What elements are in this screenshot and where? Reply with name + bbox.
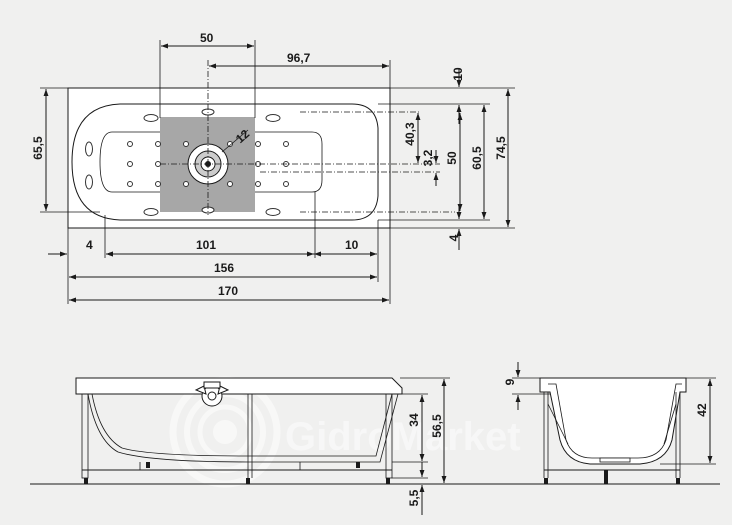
dim-bottom-10: 10 [345, 238, 359, 252]
dim-bottom-4: 4 [86, 238, 93, 252]
dim-left-65-5: 65,5 [31, 136, 45, 160]
tub-floor-outline [99, 131, 323, 193]
dim-right-4: 4 [447, 234, 461, 241]
pump-valve-icon [194, 381, 230, 407]
dim-right-10: 10 [451, 67, 465, 81]
dim-right-3-2: 3,2 [421, 149, 435, 166]
dim-bottom-156: 156 [214, 261, 234, 275]
watermark-text: GidroMarket [285, 415, 521, 459]
dim-top-96-7: 96,7 [287, 51, 311, 65]
side-rim [75, 377, 403, 395]
dim-top-50: 50 [200, 31, 214, 45]
dim-bottom-101: 101 [196, 238, 216, 252]
dim-side-5-5: 5,5 [407, 489, 421, 506]
support-frame [81, 393, 393, 484]
side-view: 34 56,5 5,5 [30, 377, 720, 515]
dim-right-50: 50 [445, 151, 459, 165]
dim-side-34: 34 [407, 413, 421, 427]
dim-right-74-5: 74,5 [494, 136, 508, 160]
end-support-frame [543, 392, 681, 484]
dim-end-9: 9 [503, 378, 517, 385]
air-jets [127, 141, 289, 187]
dim-bottom-170: 170 [218, 284, 238, 298]
end-shell [539, 377, 687, 465]
side-basin-profile [87, 393, 399, 463]
dim-end-42: 42 [695, 403, 709, 417]
dim-side-56-5: 56,5 [430, 414, 444, 438]
watermark: GidroMarket [169, 376, 521, 488]
end-view: 9 42 [503, 362, 716, 484]
dim-right-40-3: 40,3 [403, 122, 417, 146]
hydro-jets [85, 108, 281, 216]
dim-right-60-5: 60,5 [470, 146, 484, 170]
watermark-logo-icon [169, 376, 281, 488]
top-view: 12 50 96,7 10 40,3 3,2 50 60,5 [31, 31, 515, 304]
